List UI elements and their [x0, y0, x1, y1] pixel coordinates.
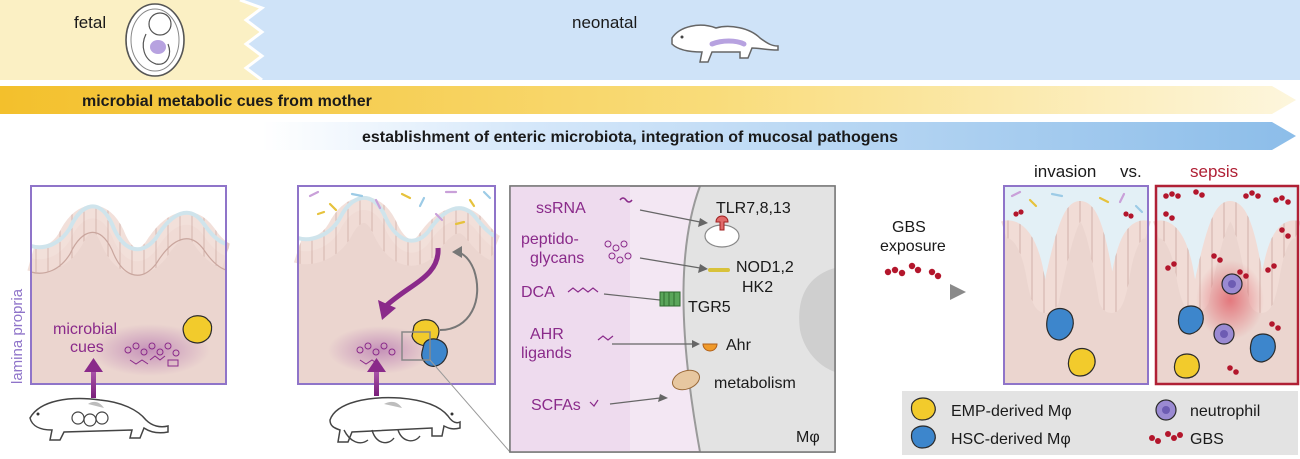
- legend-gbs-label: GBS: [1190, 431, 1224, 448]
- ahr-label: Ahr: [726, 337, 752, 354]
- maternal-cue-arrow: [84, 358, 103, 398]
- legend: EMP-derived Mφ HSC-derived Mφ neutrophil…: [902, 391, 1298, 455]
- emp-macrophage-invasion: [1067, 347, 1096, 377]
- gbs-exposure-block: GBS exposure: [870, 219, 966, 300]
- neonatal-pup-icon: [671, 24, 779, 63]
- tlr-label: TLR7,8,13: [716, 200, 791, 217]
- exposure-label: exposure: [880, 238, 946, 255]
- microbiota-fragments: [308, 190, 492, 226]
- fetal-label: fetal: [74, 13, 106, 32]
- lamina-propria-label: lamina propria: [9, 288, 26, 384]
- panel-fetal-border: [30, 185, 227, 385]
- microbiota-label: establishment of enteric microbiota, int…: [362, 129, 898, 146]
- zoom-box: [401, 331, 431, 361]
- ssrna-label: ssRNA: [536, 200, 586, 217]
- neonatal-background: [240, 0, 1300, 80]
- nucleus: [799, 268, 835, 372]
- macrophage-cell-body: [683, 186, 835, 452]
- fetus-icon: [125, 3, 185, 77]
- legend-hsc-label: HSC-derived Mφ: [951, 431, 1071, 448]
- panel-fetal-gut: microbial cues: [27, 185, 231, 385]
- microbiota-band: establishment of enteric microbiota, int…: [262, 122, 1296, 150]
- panel-neonatal-border: [297, 185, 496, 385]
- feedback-arrow: [439, 251, 479, 331]
- microbial-cues-line2: cues: [70, 339, 104, 356]
- invasion-label: invasion: [1034, 162, 1096, 181]
- emp-macrophage-sepsis: [1173, 353, 1200, 379]
- legend-emp-label: EMP-derived Mφ: [951, 403, 1072, 420]
- microbial-cue-molecules: [124, 342, 180, 367]
- sepsis-label: sepsis: [1190, 162, 1238, 181]
- maternal-cues-label: microbial metabolic cues from mother: [82, 93, 372, 110]
- hsc-macrophage-sepsis-2: [1249, 333, 1276, 363]
- panel-invasion-border: [1003, 185, 1149, 385]
- legend-gbs-swatch: [1149, 431, 1183, 444]
- panel-sepsis-border: [1154, 184, 1300, 386]
- tgr5-label: TGR5: [688, 299, 731, 316]
- legend-neutrophil-label: neutrophil: [1190, 403, 1260, 420]
- panel-signaling: ssRNA TLR7,8,13 peptido- glycans NOD1,2 …: [509, 185, 836, 453]
- gbs-chain-icon: [884, 262, 942, 280]
- neonatal-cue-arrow: [367, 358, 386, 396]
- emp-macrophage: [182, 315, 213, 344]
- villus-epithelium: [31, 186, 226, 262]
- neutrophils: [1213, 273, 1243, 345]
- microbial-cues-line1: microbial: [53, 321, 117, 338]
- dca-label: DCA: [521, 284, 555, 301]
- tgr5-receptor-icon: [659, 291, 681, 307]
- maternal-cues-band: microbial metabolic cues from mother: [0, 86, 1296, 114]
- panel-neonatal-gut: [293, 185, 501, 385]
- zoom-connector: [429, 359, 511, 453]
- zigzag-divider: [239, 0, 266, 82]
- hsc-macrophage-neonatal: [421, 338, 448, 367]
- legend-hsc-swatch: [910, 425, 936, 449]
- macrophage-label: Mφ: [796, 429, 820, 446]
- nursing-mouse-icon: [329, 396, 461, 444]
- hsc-macrophage-invasion: [1046, 307, 1074, 341]
- ahr-ligands-line2: ligands: [521, 345, 572, 362]
- hsc-macrophage-sepsis-1: [1177, 305, 1204, 335]
- peptidoglycans-line2: glycans: [530, 250, 584, 267]
- panel-invasion: [1001, 185, 1151, 385]
- tlr-icon: [715, 215, 729, 231]
- legend-emp-swatch: [910, 397, 936, 421]
- gbs-label: GBS: [892, 219, 926, 236]
- microbiota-cue-arrow: [384, 247, 441, 308]
- timeline-header: fetal neonatal: [0, 0, 1300, 82]
- mitochondrion-icon: [671, 369, 701, 391]
- ahr-ligands-line1: AHR: [530, 326, 564, 343]
- neonatal-label: neonatal: [572, 13, 637, 32]
- peptidoglycans-line1: peptido-: [521, 231, 579, 248]
- ahr-icon: [702, 343, 718, 352]
- pregnant-mouse-icon: [29, 397, 169, 441]
- hk2-label: HK2: [742, 279, 773, 296]
- scfas-label: SCFAs: [531, 397, 581, 414]
- gbs-bacteria-cluster: [1163, 189, 1291, 375]
- panel-sepsis: [1153, 184, 1300, 386]
- vs-label: vs.: [1120, 162, 1142, 181]
- metabolism-label: metabolism: [714, 375, 796, 392]
- nod-label: NOD1,2: [736, 259, 794, 276]
